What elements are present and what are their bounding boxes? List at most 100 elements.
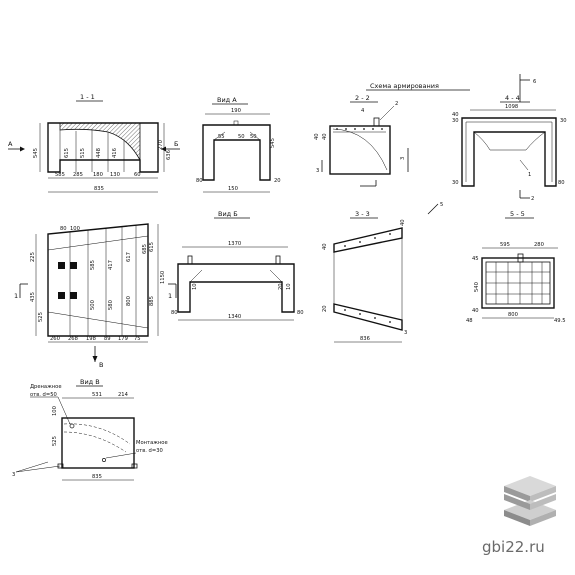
plan-dim-500: 500: [90, 300, 96, 310]
view-v-title: Вид В: [80, 378, 100, 386]
view-b-dim-bot: 1340: [228, 314, 241, 320]
view-arrow-v-label: В: [99, 361, 103, 369]
view-a-dim-50b: 50: [250, 134, 257, 140]
dim-800: 800: [508, 312, 518, 318]
marker-3: 3: [316, 168, 319, 174]
dim-836: 836: [360, 336, 370, 342]
plan-dim-198: 198: [86, 336, 96, 342]
plan-dim-685: 685: [142, 244, 148, 254]
view-v: Вид В 531 214 100 525 835 Дренажное отв.…: [12, 378, 168, 481]
plan-dim-80: 80: [60, 226, 67, 232]
dim-40-4: 40: [452, 112, 459, 118]
view-a-dim-h: 545: [270, 138, 276, 148]
view-v-dim-531: 531: [92, 392, 102, 398]
plan-dim-615: 615: [149, 242, 155, 252]
view-v-dim-835: 835: [92, 474, 102, 480]
view-b-dim-80r: 80: [297, 310, 304, 316]
dim-835: 835: [94, 186, 104, 192]
plan-dim-260: 260: [50, 336, 60, 342]
view-a-title: Вид А: [217, 96, 237, 104]
view-v-dim-525: 525: [52, 436, 58, 446]
plan-dim-617: 617: [126, 252, 132, 262]
plan-dim-585: 585: [90, 260, 96, 270]
section-2-2: 2 - 2 4 2 40 40 3 3: [314, 94, 409, 187]
section-3-3: 3 - 3 40 40 20 836 5 3: [322, 202, 443, 343]
cut-1-right: 1: [168, 292, 172, 300]
dim-285: 285: [73, 172, 83, 178]
marker-3-33: 3: [404, 330, 407, 336]
view-a: Вид А 190 55 50 50 545 150 80 20: [196, 96, 281, 193]
dim-1098: 1098: [505, 104, 518, 110]
dim-80-4: 80: [558, 180, 565, 186]
marker-3-v: 3: [12, 472, 15, 478]
view-a-dim-bot: 150: [228, 186, 238, 192]
dim-30-4: 30: [452, 118, 459, 124]
dim-40: 40: [314, 133, 320, 140]
section-3-3-title: 3 - 3: [355, 210, 370, 218]
dim-540: 540: [474, 282, 480, 292]
dim-40-5: 40: [472, 308, 479, 314]
section-1-1-title: 1 - 1: [80, 93, 95, 101]
view-b-title: Вид Б: [218, 210, 238, 218]
dim-130: 130: [110, 172, 120, 178]
dim-416: 416: [112, 148, 118, 158]
section-5-5-title: 5 - 5: [510, 210, 525, 218]
plan-dim-1150: 1150: [160, 271, 166, 284]
cut-1-left: 1: [14, 292, 18, 300]
view-v-dim-100: 100: [52, 406, 58, 416]
view-a-dim-50a: 50: [238, 134, 245, 140]
plan-dim-225: 225: [30, 252, 36, 262]
plan-dim-800: 800: [126, 296, 132, 306]
plan-dim-885: 885: [149, 296, 155, 306]
dim-40-3: 40: [400, 219, 406, 226]
dim-270: 270: [158, 140, 164, 150]
view-b-dim-10: 10: [192, 283, 198, 290]
plan-dim-179: 179: [118, 336, 128, 342]
view-a-dim-top: 190: [231, 108, 241, 114]
view-b: Вид Б 1370 1340 80 80 10 20 10: [171, 210, 304, 321]
dim-48: 48: [466, 318, 473, 324]
plan-dim-525: 525: [38, 312, 44, 322]
dim-636: 636: [166, 150, 172, 160]
plan-dim-75: 75: [134, 336, 141, 342]
section-1-1: 1 - 1 615 515 448 416 585 285 180 130 60…: [8, 93, 180, 193]
dim-40b-3: 40: [322, 243, 328, 250]
plan-dim-580: 580: [108, 300, 114, 310]
view-a-dim-55: 55: [218, 134, 225, 140]
section-4-4-title: 4 - 4: [505, 94, 520, 102]
marker-1-4: 1: [528, 172, 531, 178]
view-v-dim-214: 214: [118, 392, 129, 398]
site-watermark: gbi22.ru: [482, 538, 545, 556]
dim-45: 45: [472, 256, 479, 262]
drainage-label: Дренажное: [30, 384, 62, 390]
stacked-slabs-icon: [504, 476, 556, 526]
plan-dim-268: 268: [68, 336, 78, 342]
dim-30c-4: 30: [452, 180, 459, 186]
dim-30b-4: 30: [560, 118, 567, 124]
view-arrow-a-label: А: [8, 140, 13, 148]
view-arrow-b-label: Б: [174, 140, 178, 148]
section-4-4: 4 - 4 6 1098 40 30 30 30 80 1 2: [452, 74, 567, 202]
view-b-dim-top: 1370: [228, 241, 241, 247]
dim-49-5: 49.5: [554, 318, 566, 324]
marker-5: 5: [440, 202, 443, 208]
marker-6: 6: [533, 79, 536, 85]
dim-545: 545: [33, 148, 39, 158]
dim-20-3: 20: [322, 305, 328, 312]
dim-515: 515: [80, 148, 86, 158]
dim-180: 180: [93, 172, 103, 178]
marker-3b: 3: [400, 157, 406, 160]
view-a-dim-80: 80: [196, 178, 203, 184]
plan-dim-100: 100: [70, 226, 80, 232]
dim-585: 585: [55, 172, 65, 178]
view-b-dim-10r: 10: [286, 283, 292, 290]
mounting-hole-label: отв. d=30: [136, 448, 163, 454]
view-a-dim-20: 20: [274, 178, 281, 184]
section-5-5: 5 - 5 595 280 45 540 40 800 48 49.5: [466, 210, 566, 324]
plan-view: 80 100 585 417 500 580 617 800 685 615 8…: [14, 223, 177, 369]
marker-2: 2: [395, 101, 398, 107]
plan-dim-435: 435: [30, 292, 36, 302]
drainage-hole-label: отв. d=50: [30, 392, 57, 398]
view-b-dim-20: 20: [278, 283, 284, 290]
